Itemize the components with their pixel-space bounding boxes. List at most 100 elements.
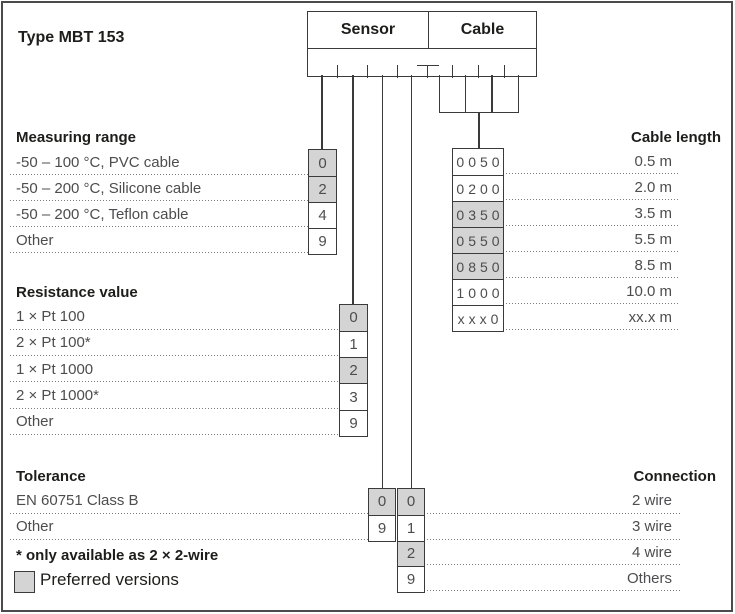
dotted-leader-line [506,173,680,174]
digit-tick [451,65,454,78]
measuring-range-row-label: Other [16,231,54,249]
code-box: xxx0 [453,305,503,331]
dotted-leader-line [427,538,680,540]
code-box: 0 [398,489,424,515]
dotted-leader-line [506,329,680,330]
cable-length-connector [478,112,480,148]
code-box: 0850 [453,253,503,279]
code-box: 9 [398,566,424,592]
dotted-leader-line [10,381,339,383]
code-header-box: Sensor Cable [307,11,537,77]
code-box: 0 [340,304,367,331]
measuring-range-row-label: -50 – 100 °C, PVC cable [16,153,180,171]
digit-tick [336,65,339,78]
section-title-measuring-range: Measuring range [16,129,137,146]
code-box: 9 [369,514,395,541]
dotted-leader-line [506,277,680,278]
cable-length-row-label: 10.0 m [626,282,672,300]
measuring-range-row-label: -50 – 200 °C, Teflon cable [16,205,189,223]
connection-row-label: 4 wire [631,543,672,561]
dotted-leader-line [10,226,308,227]
digit-tick [366,65,369,78]
dotted-leader-line [10,200,308,201]
cable-length-row-label: 2.0 m [634,178,672,196]
dotted-leader-line [10,407,339,409]
section-title-cable-length: Cable length [630,129,721,146]
cable-length-row-label: 8.5 m [634,256,672,274]
code-box: 0350 [453,201,503,227]
code-box: 1 [398,514,424,541]
cable-length-row-label: 0.5 m [634,152,672,170]
code-box: 0 [309,150,336,176]
cable-length-connector [438,75,441,113]
section-title-connection: Connection [633,468,717,485]
code-header-labels: Sensor Cable [308,12,536,49]
resistance-value-row-label: Other [16,413,54,431]
connection-row-label: 3 wire [631,518,672,536]
dotted-leader-line [427,590,680,591]
dotted-leader-line [506,251,680,252]
code-box: 3 [340,383,367,410]
measuring-range-row-label: -50 – 200 °C, Silicone cable [16,179,202,197]
dotted-leader-line [10,355,339,357]
measuring-range-connector [321,75,323,149]
resistance-value-row-label: 2 × Pt 1000* [16,387,99,405]
dotted-leader-line [10,512,368,514]
code-box: 2 [340,357,367,384]
code-box: 1 [340,330,367,358]
dotted-leader-line [427,564,680,566]
connection-row-label: Others [626,569,672,587]
cable-length-row-label: xx.x m [628,308,672,326]
dotted-leader-line [10,174,308,175]
code-box: 9 [340,409,367,436]
cable-length-connector [517,75,520,113]
connection-connector [410,75,413,488]
section-title-tolerance: Tolerance [16,468,86,485]
cable-group-label: Cable [460,21,505,38]
dotted-leader-line [506,303,680,304]
code-box: 4 [309,202,336,228]
resistance-value-row-label: 1 × Pt 1000 [16,360,94,378]
code-box: 0 [369,489,395,515]
code-box: 0050 [453,149,503,175]
tolerance-connector [381,75,384,488]
diagram-title: Type MBT 153 [18,29,125,46]
sensor-group-label: Sensor [308,12,429,48]
sensor-cable-divider-tick [416,64,439,67]
cable-length-row-label: 3.5 m [634,204,672,222]
digit-tick [396,65,399,78]
sensor-cable-divider-tick [426,65,429,78]
code-box: 2 [398,540,424,567]
preferred-version-swatch [14,571,35,593]
connection-row-label: 2 wire [631,492,672,510]
code-box: 0550 [453,227,503,253]
dotted-leader-line [10,538,368,540]
footnote: * only available as 2 × 2-wire [16,547,219,564]
dotted-leader-line [506,199,680,200]
dotted-leader-line [10,434,339,435]
cable-length-connector [491,75,493,113]
code-box: 0200 [453,175,503,201]
tolerance-row-label: EN 60751 Class B [16,492,139,510]
cable-length-connector [464,75,467,113]
dotted-leader-line [10,252,308,253]
dotted-leader-line [506,225,680,226]
dotted-leader-line [427,512,680,514]
resistance-value-row-label: 1 × Pt 100 [16,308,85,326]
code-box: 1000 [453,279,503,305]
section-title-resistance-value: Resistance value [16,284,138,301]
digit-tick [503,65,506,78]
resistance-value-connector [352,75,354,304]
code-box: 2 [309,176,336,202]
dotted-leader-line [10,328,339,330]
tolerance-row-label: Other [16,518,54,536]
code-box: 9 [309,228,336,254]
digit-tick [477,65,480,78]
